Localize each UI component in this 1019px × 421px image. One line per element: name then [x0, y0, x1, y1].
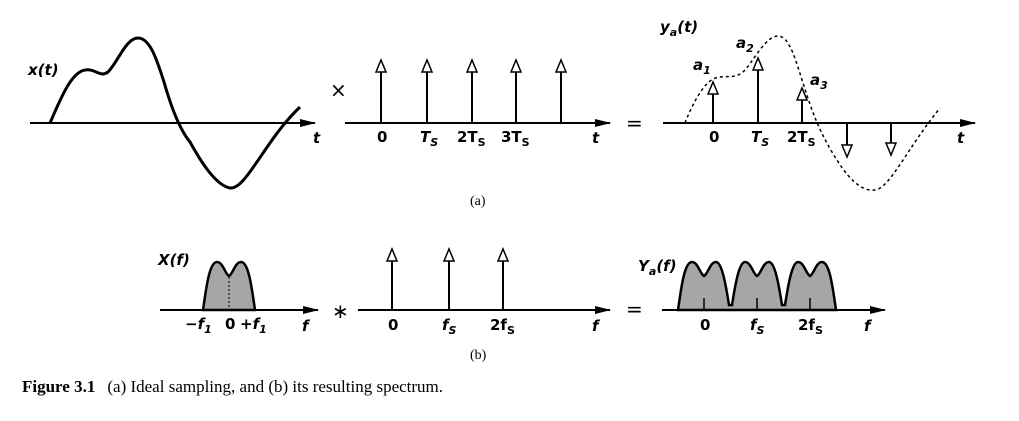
sample-head [706, 80, 720, 95]
panel-a-tag: (a) [470, 194, 486, 209]
tick-label: 0 [225, 315, 235, 333]
yat-label: ya(t) [660, 18, 698, 39]
tick-label: TS [420, 128, 438, 149]
sample-label-a3: a3 [810, 71, 828, 92]
tick-label: 2TS [787, 128, 816, 149]
t-axis-2-label: t [592, 129, 600, 147]
panel-b: X(f) −f1 0 +f1 f ∗ 0 fS 2fS f = [157, 247, 886, 363]
impulse-head [374, 58, 388, 73]
caption-label: Figure 3.1 [22, 377, 95, 396]
tick-label: 0 [700, 316, 710, 334]
equals-operator: = [626, 111, 643, 135]
f-axis-2-label: f [592, 317, 601, 335]
t-axis-1-label: t [313, 129, 321, 147]
multiply-operator: × [330, 78, 347, 102]
tick-label: 2fS [490, 316, 515, 337]
impulse-head [496, 247, 510, 262]
f-axis-3-label: f [864, 317, 873, 335]
frequency-impulse-train: 0 fS 2fS f [358, 247, 611, 337]
sample-head [840, 144, 854, 159]
xt-waveform [48, 36, 302, 190]
tick-label: fS [750, 316, 765, 337]
tick-label: fS [442, 316, 457, 337]
panel-b-tag: (b) [470, 348, 487, 363]
impulse-head [420, 58, 434, 73]
sample-head [795, 86, 809, 101]
yat-plot: ya(t) a1 a2 a3 0 TS 2TS t [660, 18, 976, 191]
sample-head [884, 142, 898, 157]
tick-label: 0 [377, 128, 387, 146]
impulse-head [509, 58, 523, 73]
tick-label: 2TS [457, 128, 486, 149]
sample-head [751, 56, 765, 71]
tick-label: +f1 [240, 315, 267, 336]
convolution-operator: ∗ [332, 299, 349, 323]
caption-text: (a) Ideal sampling, and (b) its resultin… [107, 377, 443, 396]
tick-label: 3TS [501, 128, 530, 149]
Yaf-plot: Ya(f) 0 fS 2fS f [638, 257, 886, 337]
impulse-head [385, 247, 399, 262]
Xf-plot: X(f) −f1 0 +f1 f [157, 251, 319, 336]
sample-label-a1: a1 [693, 56, 711, 77]
panel-a: x(t) t × 0 TS 2TS 3TS t = [27, 18, 976, 209]
tick-label: 0 [388, 316, 398, 334]
impulse-head [554, 58, 568, 73]
figure-caption: Figure 3.1 (a) Ideal sampling, and (b) it… [22, 377, 443, 396]
t-axis-3-label: t [957, 129, 965, 147]
impulse-head [442, 247, 456, 262]
Yaf-spectrum [676, 260, 838, 312]
xt-label: x(t) [27, 61, 59, 79]
Yaf-label: Ya(f) [638, 257, 677, 278]
impulse-train: 0 TS 2TS 3TS t [345, 58, 611, 149]
tick-label: TS [751, 128, 769, 149]
tick-label: −f1 [185, 315, 212, 336]
f-axis-1-label: f [302, 317, 311, 335]
sample-label-a2: a2 [736, 34, 754, 55]
equals-operator: = [626, 297, 643, 321]
tick-label: 0 [709, 128, 719, 146]
xt-plot: x(t) t [27, 36, 321, 190]
impulse-head [465, 58, 479, 73]
yat-envelope [684, 35, 941, 191]
tick-label: 2fS [798, 316, 823, 337]
Xf-label: X(f) [157, 251, 190, 269]
